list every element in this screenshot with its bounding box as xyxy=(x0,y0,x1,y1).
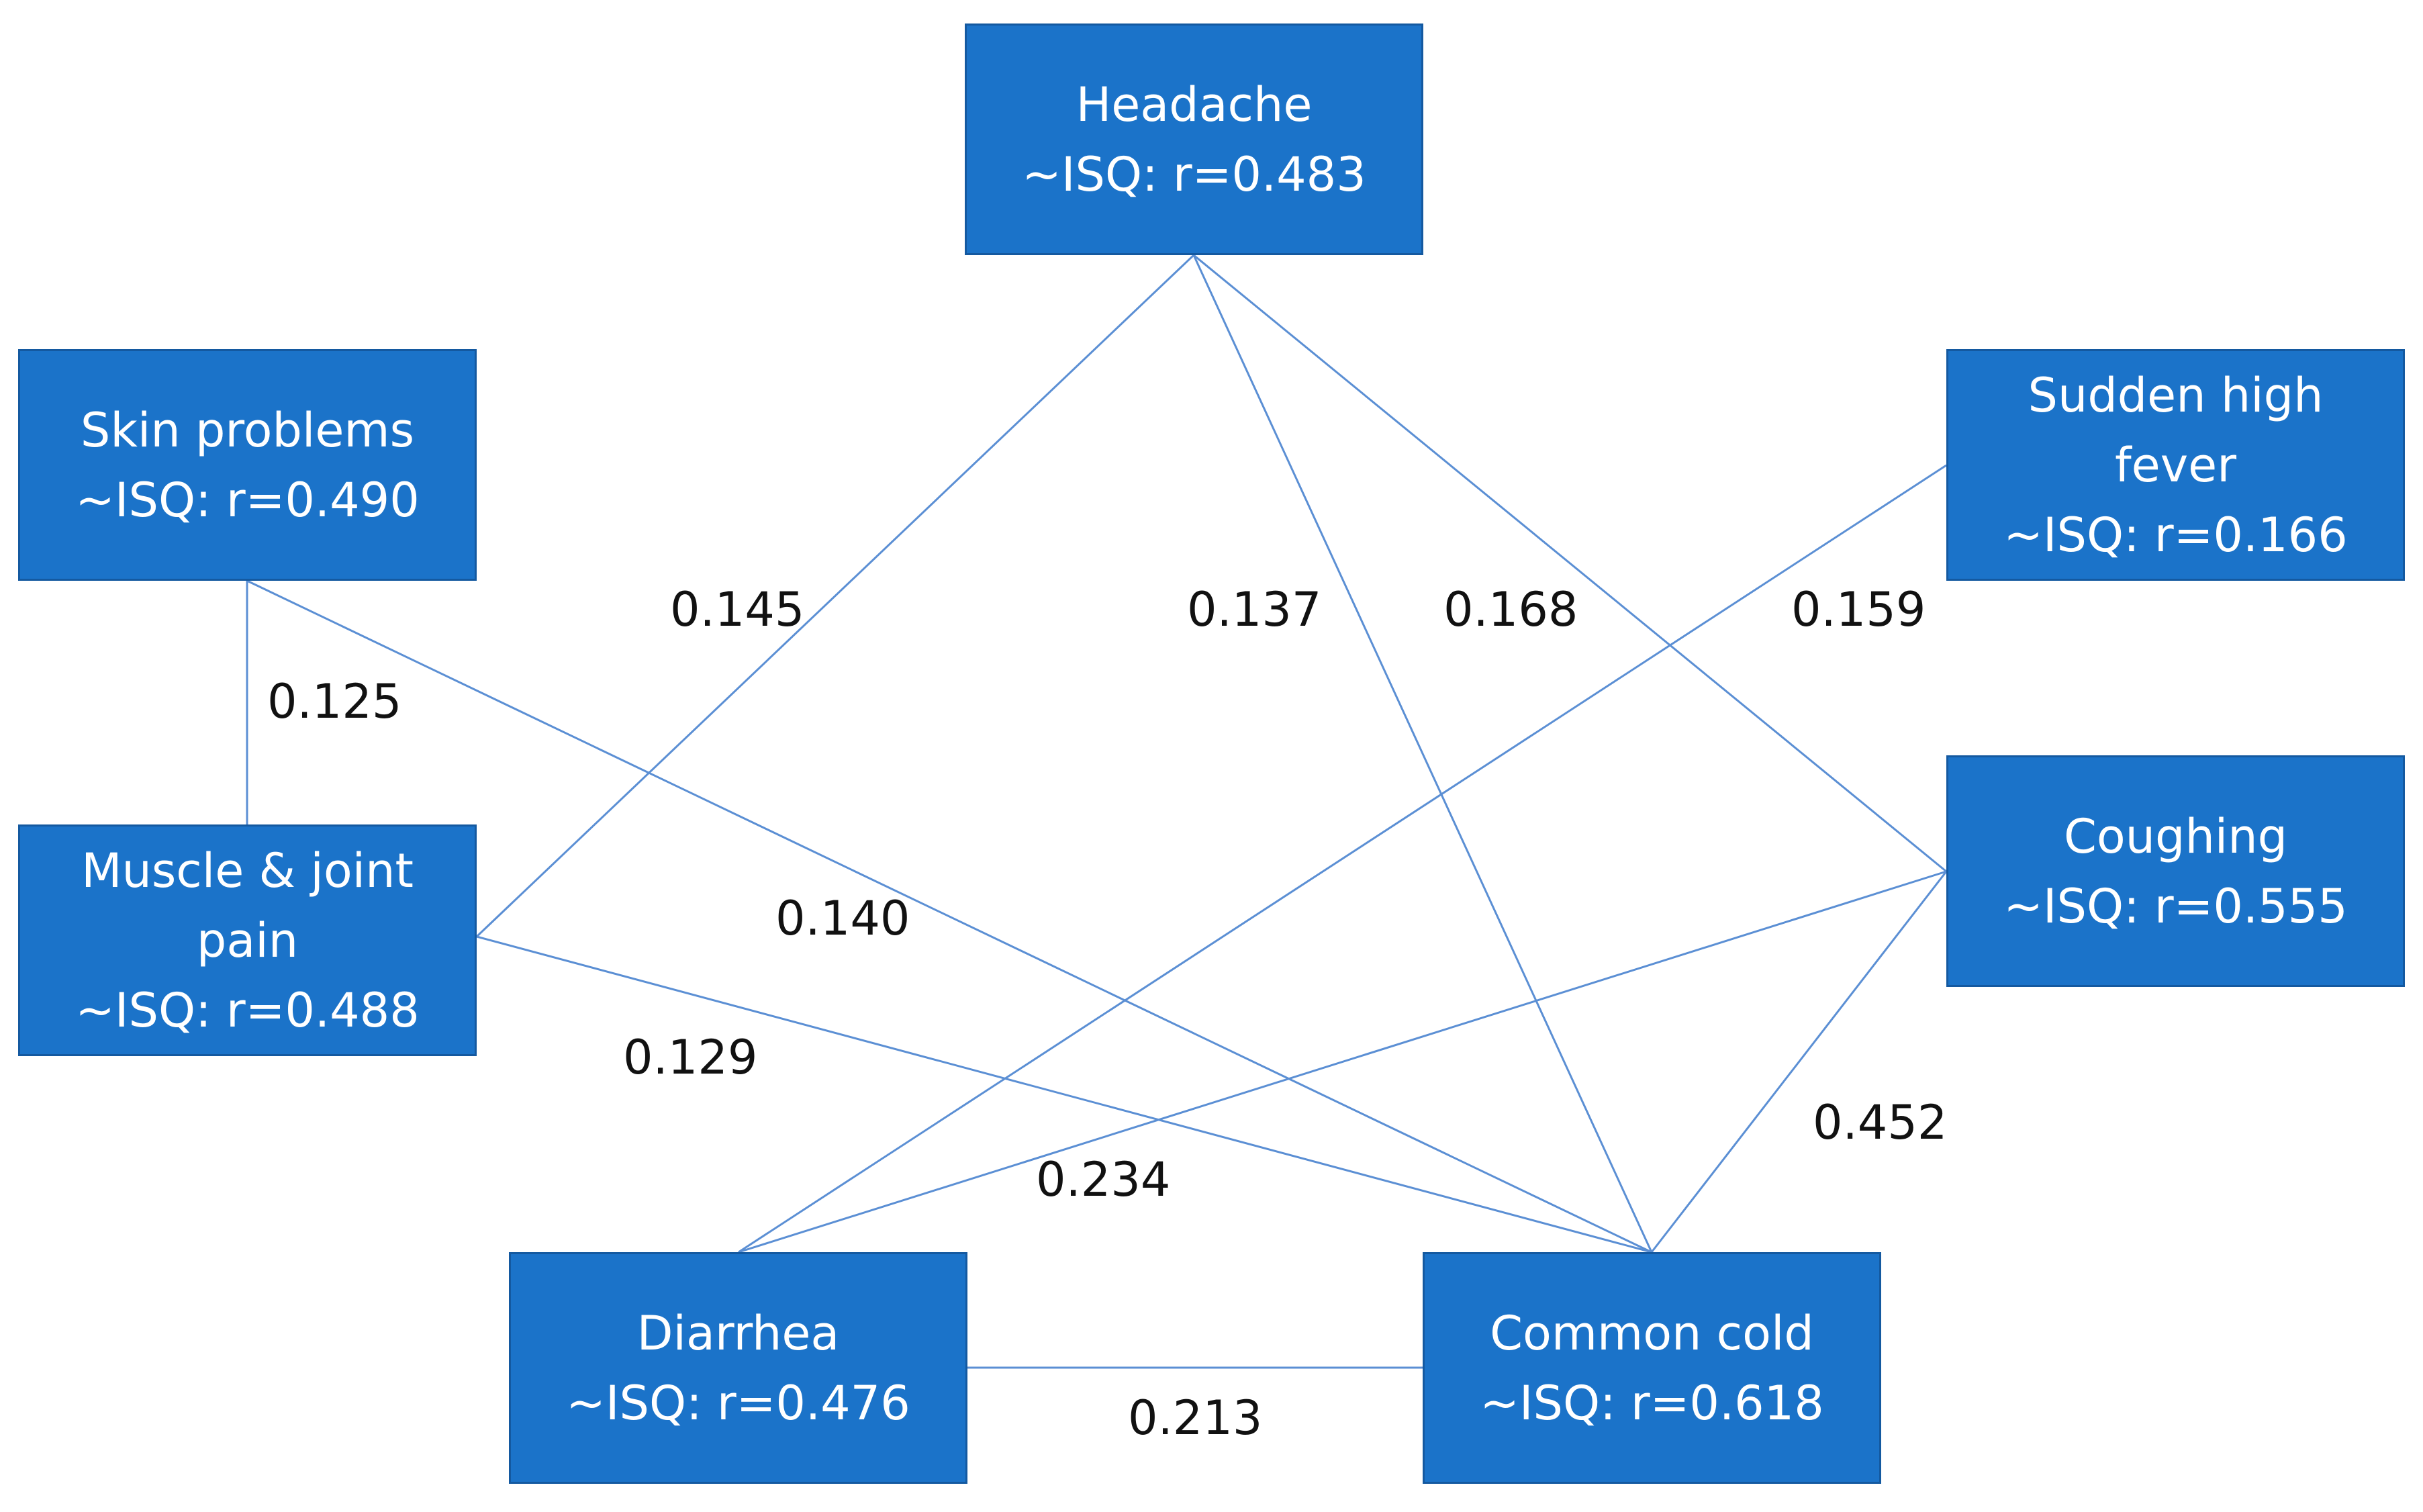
edge-label-headache-cold: 0.137 xyxy=(1187,582,1322,637)
edge-label-coughing-cold: 0.452 xyxy=(1813,1095,1948,1150)
node-sudden-high-fever: Sudden high fever ~ISQ: r=0.166 xyxy=(1946,349,2405,581)
node-diarrhea-stat: ~ISQ: r=0.476 xyxy=(566,1375,910,1431)
node-common-cold: Common cold ~ISQ: r=0.618 xyxy=(1423,1252,1881,1484)
node-common-cold-stat: ~ISQ: r=0.618 xyxy=(1480,1375,1824,1431)
edge-label-headache-coughing: 0.168 xyxy=(1443,582,1578,637)
node-headache: Headache ~ISQ: r=0.483 xyxy=(965,23,1423,255)
edge-label-coughing-diarrhea: 0.234 xyxy=(1036,1152,1171,1207)
edge-headache-coughing xyxy=(1193,254,1947,873)
node-muscle-joint-pain-stat: ~ISQ: r=0.488 xyxy=(75,982,420,1038)
edge-label-diarrhea-cold: 0.213 xyxy=(1128,1390,1263,1446)
node-headache-title: Headache xyxy=(1076,77,1313,132)
edge-headache-muscle xyxy=(475,254,1195,938)
edge-label-skin-cold: 0.140 xyxy=(775,891,910,946)
edge-label-headache-muscle: 0.145 xyxy=(670,582,805,637)
node-coughing-title: Coughing xyxy=(2063,808,2288,864)
edge-coughing-diarrhea xyxy=(738,870,1947,1254)
edge-label-muscle-cold: 0.129 xyxy=(623,1030,758,1085)
node-headache-stat: ~ISQ: r=0.483 xyxy=(1022,146,1366,202)
node-sudden-high-fever-title-line2: fever xyxy=(2115,437,2236,493)
node-diarrhea-title: Diarrhea xyxy=(636,1305,840,1361)
node-muscle-joint-pain-title: Muscle & joint xyxy=(81,843,414,898)
node-coughing: Coughing ~ISQ: r=0.555 xyxy=(1946,755,2405,987)
node-sudden-high-fever-title: Sudden high xyxy=(2028,367,2324,423)
node-skin-problems-title: Skin problems xyxy=(80,402,415,458)
node-common-cold-title: Common cold xyxy=(1490,1305,1814,1361)
node-coughing-stat: ~ISQ: r=0.555 xyxy=(2003,878,2348,934)
edge-headache-cold xyxy=(1192,254,1653,1253)
edge-skin-cold xyxy=(246,579,1652,1254)
edge-label-skin-muscle: 0.125 xyxy=(267,674,402,729)
edge-coughing-cold xyxy=(1650,871,1948,1253)
edge-fever-diarrhea xyxy=(738,464,1947,1254)
node-muscle-joint-pain-title-line2: pain xyxy=(196,912,299,968)
edge-label-fever-diarrhea: 0.159 xyxy=(1791,582,1926,637)
node-muscle-joint-pain: Muscle & joint pain ~ISQ: r=0.488 xyxy=(18,824,477,1056)
node-skin-problems: Skin problems ~ISQ: r=0.490 xyxy=(18,349,477,581)
node-diarrhea: Diarrhea ~ISQ: r=0.476 xyxy=(509,1252,967,1484)
node-sudden-high-fever-stat: ~ISQ: r=0.166 xyxy=(2003,507,2348,563)
node-skin-problems-stat: ~ISQ: r=0.490 xyxy=(75,472,420,528)
edge-muscle-cold xyxy=(476,935,1652,1254)
